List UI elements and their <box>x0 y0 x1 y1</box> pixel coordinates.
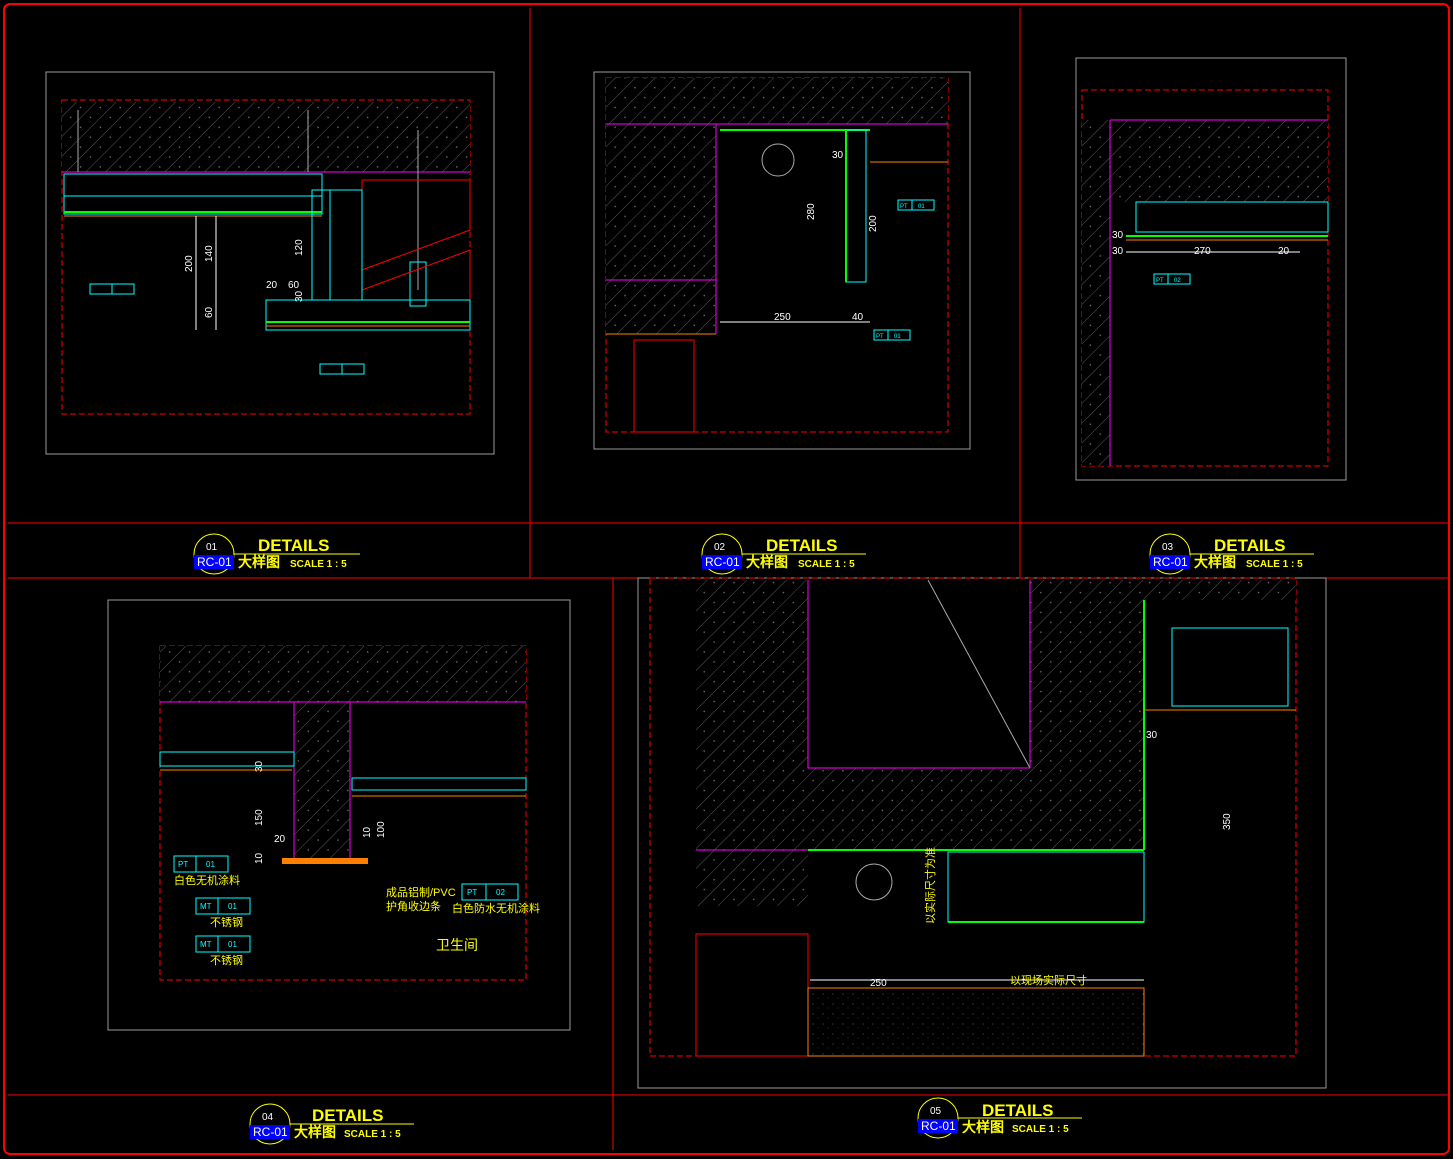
detail-05-label-site-size: 以现场实际尺寸 <box>1010 973 1087 987</box>
detail-03-dim-270: 270 <box>1194 246 1211 257</box>
detail-05-cn: 大样图 <box>962 1119 1004 1135</box>
detail-02-drawing: 30 280 200 250 40 PT 01 PT 01 <box>593 71 971 450</box>
detail-03-tag-num: 02 <box>1174 278 1181 284</box>
detail-02-cn: 大样图 <box>746 554 788 570</box>
detail-02-dim-200: 200 <box>868 215 879 232</box>
detail-01-dim-60b: 60 <box>288 280 300 291</box>
detail-04-cn: 大样图 <box>294 1124 336 1140</box>
detail-05-title-block: 05 RC-01 DETAILS 大样图 SCALE 1 : 5 <box>917 1097 1082 1139</box>
detail-03-sheet: RC-01 <box>1153 555 1188 569</box>
detail-02-tag-code-a: PT <box>900 204 908 210</box>
detail-03-dim-30b: 30 <box>1112 246 1124 257</box>
detail-01-title-block: 01 RC-01 DETAILS 大样图 SCALE 1 : 5 <box>193 533 360 575</box>
detail-04-scale: SCALE 1 : 5 <box>344 1129 401 1140</box>
detail-05-dim-30: 30 <box>1146 730 1158 741</box>
detail-04-label-pvc-2: 护角收边条 <box>386 899 441 913</box>
detail-05-number: 05 <box>930 1106 942 1117</box>
detail-03-cn: 大样图 <box>1194 554 1236 570</box>
detail-04-tag4-num: 02 <box>496 888 505 897</box>
detail-02-title-block: 02 RC-01 DETAILS 大样图 SCALE 1 : 5 <box>701 533 866 575</box>
detail-04-tag2-num: 01 <box>228 902 237 911</box>
detail-04-dim-10a: 10 <box>254 852 265 864</box>
detail-04-drawing: 150 20 10 100 10 30 PT 01 白色无机涂料 MT 01 不… <box>107 599 571 1031</box>
detail-02-number: 02 <box>714 542 726 553</box>
detail-04-label-white-paint: 白色无机涂料 <box>174 873 240 887</box>
detail-04-label-stainless-1: 不锈钢 <box>210 916 243 929</box>
detail-02-dim-40: 40 <box>852 312 864 323</box>
detail-04-label-waterproof: 白色防水无机涂料 <box>452 901 540 915</box>
detail-02-tag-code-b: PT <box>876 334 884 340</box>
detail-01-drawing: 200 140 60 20 60 120 30 <box>45 71 495 455</box>
detail-04-dim-10b: 10 <box>362 826 373 838</box>
detail-04-tag4-code: PT <box>467 888 477 897</box>
detail-01-cn: 大样图 <box>238 554 280 570</box>
detail-01-scale: SCALE 1 : 5 <box>290 559 347 570</box>
detail-05-dim-250: 250 <box>870 978 887 989</box>
detail-02-dim-280: 280 <box>806 203 817 220</box>
detail-01-dim-60: 60 <box>204 306 215 318</box>
detail-01-dim-30: 30 <box>294 290 305 302</box>
detail-03-drawing: 30 270 20 30 PT 02 <box>1075 57 1347 481</box>
detail-04-sheet: RC-01 <box>253 1125 288 1139</box>
detail-02-title: DETAILS <box>766 536 837 555</box>
detail-05-drawing: 30 350 250 以现场实际尺寸 以实际尺寸为准 <box>637 577 1327 1089</box>
detail-01-sheet: RC-01 <box>197 555 232 569</box>
detail-03-dim-20: 20 <box>1278 246 1290 257</box>
detail-05-scale: SCALE 1 : 5 <box>1012 1124 1069 1135</box>
detail-04-title-block: 04 RC-01 DETAILS 大样图 SCALE 1 : 5 <box>249 1103 414 1145</box>
detail-04-tag3-num: 01 <box>228 940 237 949</box>
detail-04-tag1-code: PT <box>178 860 188 869</box>
detail-04-label-bathroom: 卫生间 <box>436 937 478 953</box>
detail-03-tag-code: PT <box>1156 278 1164 284</box>
detail-03-scale: SCALE 1 : 5 <box>1246 559 1303 570</box>
detail-03-dim-30: 30 <box>1112 230 1124 241</box>
detail-04-tag1-num: 01 <box>206 860 215 869</box>
detail-02-dim-30: 30 <box>832 150 844 161</box>
detail-04-dim-30: 30 <box>254 760 265 772</box>
detail-03-title: DETAILS <box>1214 536 1285 555</box>
detail-04-dim-150: 150 <box>254 809 265 826</box>
detail-03-number: 03 <box>1162 542 1174 553</box>
detail-02-scale: SCALE 1 : 5 <box>798 559 855 570</box>
detail-04-number: 04 <box>262 1112 274 1123</box>
detail-01-dim-200: 200 <box>184 255 195 272</box>
detail-04-dim-100: 100 <box>376 821 387 838</box>
detail-04-tag3-code: MT <box>200 940 212 949</box>
detail-01-dim-20: 20 <box>266 280 278 291</box>
detail-04-label-stainless-2: 不锈钢 <box>210 954 243 967</box>
detail-02-tag-num-a: 01 <box>918 204 925 210</box>
detail-02-dim-250: 250 <box>774 312 791 323</box>
detail-04-label-pvc-1: 成品铝制/PVC <box>386 885 456 899</box>
detail-04-dim-20: 20 <box>274 834 286 845</box>
detail-03-title-block: 03 RC-01 DETAILS 大样图 SCALE 1 : 5 <box>1149 533 1314 575</box>
detail-05-title: DETAILS <box>982 1101 1053 1120</box>
detail-01-title: DETAILS <box>258 536 329 555</box>
detail-05-label-site-size-vertical: 以实际尺寸为准 <box>923 847 937 924</box>
detail-05-sheet: RC-01 <box>921 1119 956 1133</box>
detail-02-tag-num-b: 01 <box>894 334 901 340</box>
detail-05-dim-350: 350 <box>1222 813 1233 830</box>
detail-01-dim-140: 140 <box>204 245 215 262</box>
detail-04-tag2-code: MT <box>200 902 212 911</box>
detail-04-title: DETAILS <box>312 1106 383 1125</box>
detail-02-sheet: RC-01 <box>705 555 740 569</box>
detail-01-dim-120: 120 <box>294 239 305 256</box>
detail-01-number: 01 <box>206 542 218 553</box>
